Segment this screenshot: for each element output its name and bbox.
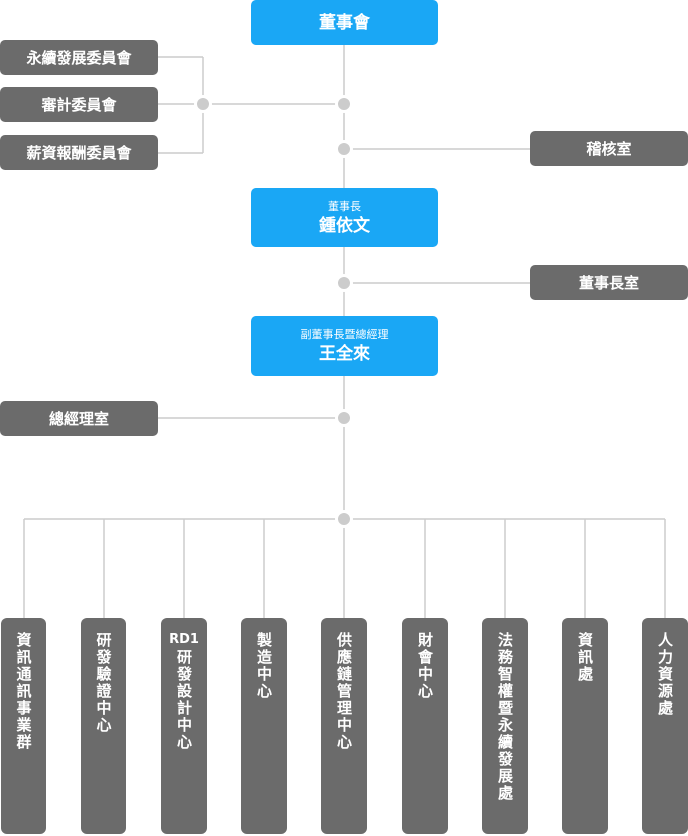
chairman-name: 鍾依文 <box>319 215 370 236</box>
dept-label: 研發設計中心 <box>175 649 193 751</box>
audit-office-label: 稽核室 <box>586 140 632 158</box>
dept-label: 供應鏈管理中心 <box>335 632 353 751</box>
dept-box-supply-chain: 供應鏈管理中心 <box>321 618 367 834</box>
node-gm-office <box>335 409 353 427</box>
dept-box-rd1-design: RD1 研發設計中心 <box>161 618 207 834</box>
committee-box-compensation: 薪資報酬委員會 <box>0 135 158 170</box>
board-title: 董事會 <box>319 12 370 33</box>
gm-office-label: 總經理室 <box>48 410 109 428</box>
chairman-office-box: 董事長室 <box>530 265 688 300</box>
node-departments <box>335 510 353 528</box>
committee-label: 薪資報酬委員會 <box>26 144 132 162</box>
vice-chairman-box: 副董事長暨總經理 王全來 <box>251 316 438 376</box>
dept-label: 財會中心 <box>416 632 434 700</box>
gm-office-box: 總經理室 <box>0 401 158 436</box>
dept-label: 法務智權暨永續發展處 <box>496 632 514 802</box>
dept-prefix: RD1 <box>169 632 199 647</box>
dept-box-manufacturing: 製造中心 <box>241 618 287 834</box>
node-audit-office <box>335 140 353 158</box>
node-committees <box>194 95 212 113</box>
committee-label: 審計委員會 <box>41 96 117 114</box>
committee-box-audit: 審計委員會 <box>0 87 158 122</box>
dept-label: 資訊處 <box>576 632 594 683</box>
board-box: 董事會 <box>251 0 438 45</box>
dept-box-finance: 財會中心 <box>402 618 448 834</box>
chairman-title: 董事長 <box>328 199 361 213</box>
dept-box-ict-business-group: 資訊通訊事業群 <box>1 618 46 834</box>
dept-box-rd-verification: 研發驗證中心 <box>81 618 126 834</box>
vice-chairman-name: 王全來 <box>319 344 370 364</box>
chairman-box: 董事長 鍾依文 <box>251 188 438 247</box>
dept-label: 研發驗證中心 <box>94 632 113 734</box>
node-trunk-committees <box>335 95 353 113</box>
dept-label: 人力資源處 <box>656 632 674 717</box>
node-chairman-office <box>335 274 353 292</box>
dept-label: 資訊通訊事業群 <box>14 632 33 751</box>
dept-box-it: 資訊處 <box>562 618 608 834</box>
dept-box-legal-ip-sustainability: 法務智權暨永續發展處 <box>482 618 528 834</box>
committee-label: 永續發展委員會 <box>26 49 132 67</box>
chairman-office-label: 董事長室 <box>578 274 639 292</box>
audit-office-box: 稽核室 <box>530 131 688 166</box>
dept-label: 製造中心 <box>255 632 273 700</box>
vice-chairman-title: 副董事長暨總經理 <box>300 328 389 341</box>
dept-box-human-resources: 人力資源處 <box>642 618 688 834</box>
committee-box-sustainability: 永續發展委員會 <box>0 40 158 75</box>
